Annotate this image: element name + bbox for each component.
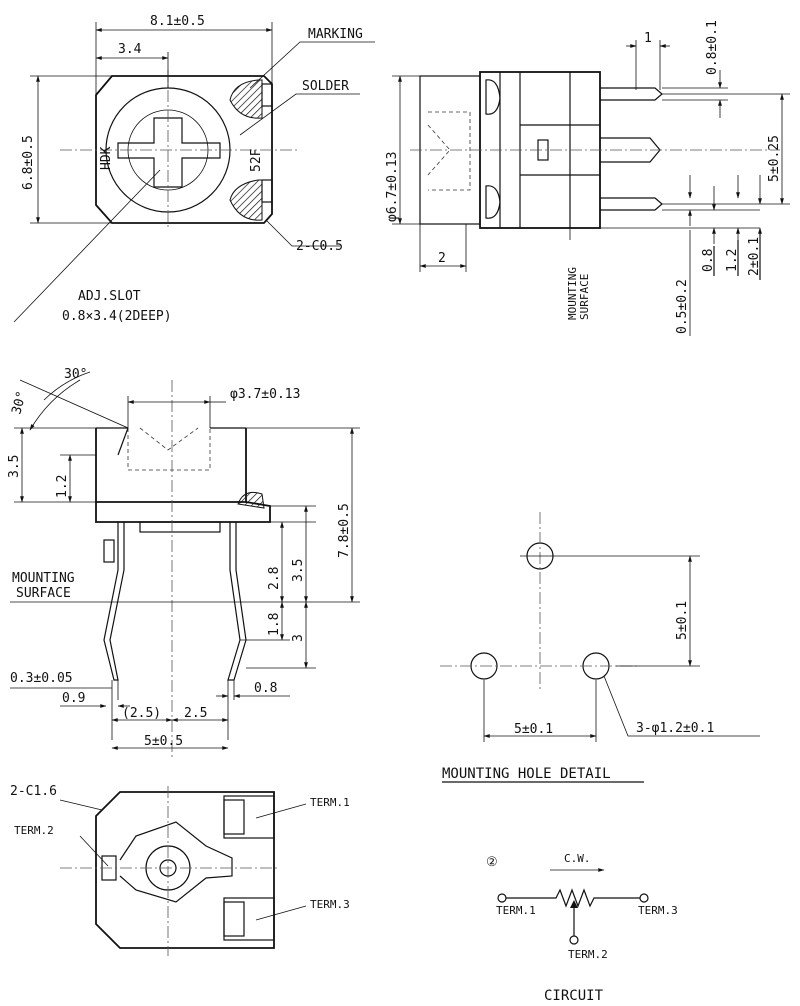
front-78-label: 7.8±0.5 [337, 503, 352, 558]
side-diam-label: φ6.7±0.13 [385, 152, 400, 222]
side-pin-thk-label: 0.8±0.1 [705, 20, 720, 75]
marking-label: MARKING [308, 27, 363, 42]
front-5-label: 5±0.5 [144, 734, 183, 749]
circuit-num-label: ② [486, 855, 498, 870]
side-surface-label: SURFACE [578, 274, 591, 320]
front-09-label: 0.9 [62, 691, 85, 706]
circuit-t3-label: TERM.3 [638, 904, 678, 917]
front-08-label: 0.8 [254, 681, 277, 696]
terminal-tab-bottom [261, 179, 273, 203]
adj-slot-size-label: 0.8×3.4(2DEEP) [62, 309, 172, 324]
front-right-leg [227, 522, 247, 681]
front-25a-label: (2.5) [122, 706, 161, 721]
side-mounting-label: MOUNTING [566, 267, 579, 320]
circuit-resistor [506, 888, 640, 908]
side-dim-08-label: 0.8 [701, 249, 716, 272]
front-mounting-label: MOUNTING [12, 571, 75, 586]
solder-pad-bottom [229, 179, 263, 221]
front-diam-label: φ3.7±0.13 [230, 387, 300, 402]
circuit-cw-label: C.W. [564, 852, 591, 865]
angle-30b-label: 30° [9, 389, 30, 416]
side-knob-label: 2 [438, 251, 446, 266]
front-25b-label: 2.5 [184, 706, 207, 721]
marking-code: 52F [249, 148, 264, 172]
chamfer-bottom-label: 2-C1.6 [10, 784, 57, 799]
hole-diam-label: 3-φ1.2±0.1 [636, 721, 714, 736]
side-dim-12-label: 1.2 [725, 249, 740, 272]
term3-label: TERM.3 [310, 898, 350, 911]
terminal-tab-top [261, 83, 273, 107]
angle-30a-label: 30° [64, 367, 87, 382]
adj-slot-label: ADJ.SLOT [78, 289, 141, 304]
bottom-center-terminal [119, 821, 233, 903]
front-left-leg [103, 522, 125, 681]
top-width-label: 8.1±0.5 [150, 14, 205, 29]
side-pin-w-label: 1 [644, 31, 652, 46]
circuit-t2-label: TERM.2 [568, 948, 608, 961]
circuit-title: CIRCUIT [544, 988, 604, 1004]
top-inner-width-label: 3.4 [118, 42, 142, 57]
side-pin-bottom [600, 197, 663, 211]
bottom-view: 2-C1.6 TERM.1 TERM.2 TERM.3 [10, 784, 350, 956]
top-height-label: 6.8±0.5 [21, 135, 36, 190]
front-35-low-label: 3.5 [291, 559, 306, 582]
front-35-top-label: 3.5 [7, 455, 22, 478]
front-3-label: 3 [291, 634, 306, 642]
front-view-slot [127, 428, 211, 471]
front-12-label: 1.2 [55, 475, 70, 498]
circuit-term1-node [497, 893, 507, 903]
marking-text: HDK [99, 146, 114, 170]
bottom-term3-pad [223, 897, 275, 941]
bottom-term1-pad [223, 795, 275, 839]
hole-title: MOUNTING HOLE DETAIL [442, 766, 611, 782]
circuit-term2-node [569, 935, 579, 945]
side-view: 1 φ6.7±0.13 2 0.8±0.1 5±0.25 0.5±0.2 0.8 [385, 20, 790, 336]
solder-label: SOLDER [302, 79, 349, 94]
hole-pitch-h-label: 5±0.1 [514, 722, 553, 737]
top-view-body [95, 75, 273, 224]
front-view-knob [95, 428, 247, 503]
bottom-view-body [95, 791, 275, 949]
hole-pitch-v-label: 5±0.1 [675, 601, 690, 640]
chamfer-top-label: 2-C0.5 [296, 239, 343, 254]
term1-label: TERM.1 [310, 796, 350, 809]
front-surface-label: SURFACE [16, 586, 71, 601]
front-03-label: 0.3±0.05 [10, 671, 73, 686]
side-pin-top [600, 87, 663, 101]
circuit-t1-label: TERM.1 [496, 904, 536, 917]
top-view: HDK 52F 8.1±0.5 3.4 6.8±0.5 MARKING SOLD… [13, 14, 375, 324]
term2-label: TERM.2 [14, 824, 54, 837]
front-18-label: 1.8 [267, 613, 282, 636]
side-dim-2-label: 2±0.1 [747, 237, 762, 276]
circuit: ② C.W. TERM.1 TERM.3 TERM.2 CIRCUIT [486, 852, 678, 1004]
adj-slot [117, 117, 221, 188]
side-pitch-label: 5±0.25 [767, 135, 782, 182]
circuit-term3-node [639, 893, 649, 903]
front-view: 30° 30° φ3.7±0.13 3.5 1.2 7.8±0.5 MOUNTI… [7, 367, 360, 760]
mounting-hole-detail: 5±0.1 5±0.1 3-φ1.2±0.1 MOUNTING HOLE DET… [440, 512, 760, 783]
side-dim-05-label: 0.5±0.2 [675, 279, 690, 334]
solder-pad-top [229, 79, 263, 119]
front-28-label: 2.8 [267, 567, 282, 590]
